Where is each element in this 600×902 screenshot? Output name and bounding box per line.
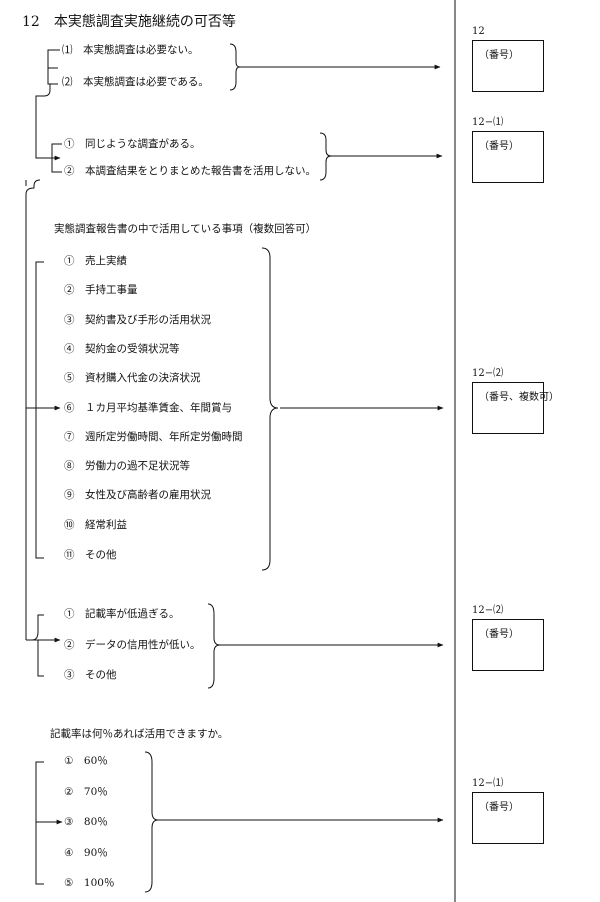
answer-box[interactable]: （番号）: [472, 40, 544, 92]
q1-1-option-1: ① 同じような調査がある。: [64, 138, 201, 150]
q2-option: ① 売上実績: [64, 255, 127, 267]
q1-option-1: ⑴ 本実態調査は必要ない。: [62, 44, 199, 56]
q2-option: ⑩ 経常利益: [64, 519, 127, 531]
answer-code: 12−⑵: [472, 368, 504, 379]
q2-prompt: 実態調査報告書の中で活用している事項（複数回答可）: [54, 223, 317, 235]
q2-option: ⑪ その他: [64, 549, 117, 561]
q2-option: ⑨ 女性及び高齢者の雇用状況: [64, 489, 211, 501]
q4-option: ⑤ 100％: [64, 877, 115, 889]
answer-code: 12−⑴: [472, 778, 504, 789]
answer-box[interactable]: （番号、複数可）: [472, 382, 559, 434]
q2-option: ④ 契約金の受領状況等: [64, 343, 180, 355]
answer-box[interactable]: （番号）: [472, 131, 544, 183]
answer-code: 12−⑴: [472, 117, 504, 128]
q3-option-3: ③ その他: [64, 669, 117, 681]
answer-code: 12: [472, 26, 485, 37]
q2-option: ③ 契約書及び手形の活用状況: [64, 314, 211, 326]
q2-option: ② 手持工事量: [64, 284, 138, 296]
page-title: 12 本実態調査実施継続の可否等: [22, 14, 236, 30]
q1-1-option-2: ② 本調査結果をとりまとめた報告書を活用しない。: [64, 165, 316, 177]
answer-box-label: （番号）: [479, 629, 519, 640]
answer-box[interactable]: （番号）: [472, 792, 544, 844]
answer-box-label: （番号）: [479, 802, 519, 813]
q3-option-2: ② データの信用性が低い。: [64, 639, 201, 651]
q2-option: ⑤ 資材購入代金の決済状況: [64, 372, 201, 384]
q4-option: ② 70％: [64, 786, 108, 798]
answer-box-label: （番号）: [479, 141, 519, 152]
q2-option: ⑥ １カ月平均基準賃金、年間賞与: [64, 402, 232, 414]
q2-option: ⑧ 労働力の過不足状況等: [64, 460, 190, 472]
q4-option: ③ 80％: [64, 816, 108, 828]
answer-box-label: （番号、複数可）: [479, 392, 559, 403]
answer-code: 12−⑵: [472, 605, 504, 616]
q2-option: ⑦ 週所定労働時間、年所定労働時間: [64, 431, 243, 443]
q4-prompt: 記載率は何％あれば活用できますか。: [50, 728, 229, 740]
answer-box[interactable]: （番号）: [472, 619, 544, 671]
q4-option: ① 60％: [64, 755, 108, 767]
q4-option: ④ 90％: [64, 847, 108, 859]
q1-option-2: ⑵ 本実態調査は必要である。: [62, 76, 209, 88]
answer-box-label: （番号）: [479, 50, 519, 61]
q3-option-1: ① 記載率が低過ぎる。: [64, 608, 180, 620]
